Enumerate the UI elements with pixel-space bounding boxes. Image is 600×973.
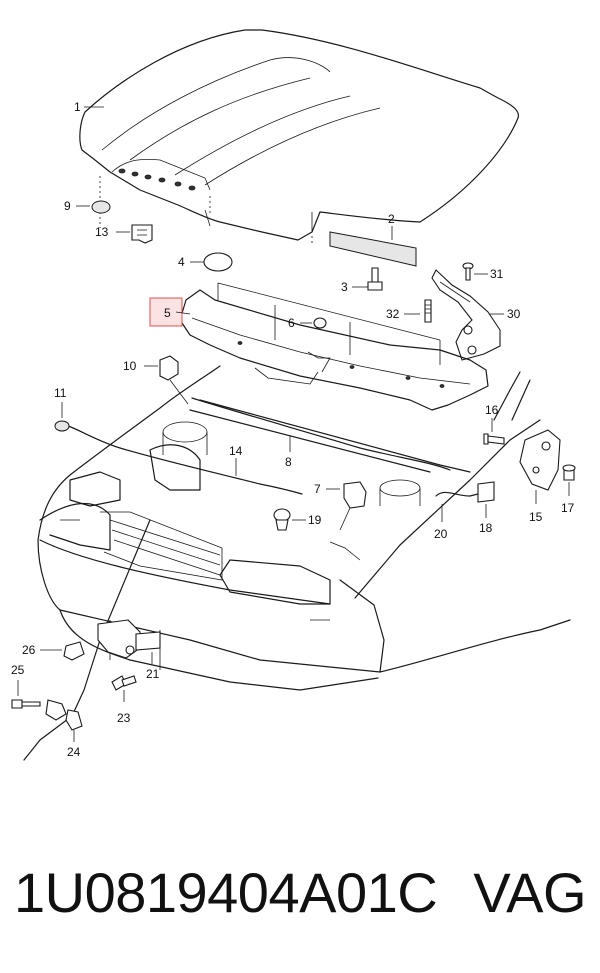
svg-text:10: 10 bbox=[123, 359, 137, 373]
car-body-part bbox=[37, 365, 571, 691]
exploded-parts-diagram: 1 2 3 4 5 6 7 8 9 10 11 13 bbox=[11, 29, 576, 761]
svg-text:6: 6 bbox=[288, 316, 295, 330]
svg-text:3: 3 bbox=[341, 280, 348, 294]
seal-strip-part-2 bbox=[329, 231, 417, 267]
svg-text:15: 15 bbox=[529, 510, 543, 524]
hood-latch-part-15 bbox=[519, 429, 561, 491]
callout-26: 26 bbox=[22, 643, 62, 657]
svg-text:14: 14 bbox=[229, 444, 243, 458]
svg-text:31: 31 bbox=[490, 267, 504, 281]
callout-21: 21 bbox=[146, 652, 160, 681]
callout-4: 4 bbox=[178, 255, 204, 269]
hood-seal-part bbox=[191, 397, 451, 471]
svg-text:18: 18 bbox=[479, 521, 493, 535]
callout-25: 25 bbox=[11, 663, 25, 696]
grommet-part-6 bbox=[313, 317, 327, 329]
callout-32: 32 bbox=[386, 307, 420, 321]
clip-part-7 bbox=[343, 481, 367, 509]
buffer-part-17 bbox=[562, 464, 576, 481]
svg-text:7: 7 bbox=[314, 482, 321, 496]
callout-2: 2 bbox=[388, 212, 395, 240]
svg-text:1: 1 bbox=[74, 100, 81, 114]
callout-23: 23 bbox=[117, 690, 131, 725]
svg-text:26: 26 bbox=[22, 643, 36, 657]
svg-text:5: 5 bbox=[164, 306, 171, 320]
svg-text:25: 25 bbox=[11, 663, 25, 677]
callout-24: 24 bbox=[67, 730, 81, 759]
hood-bumper-part bbox=[91, 200, 111, 214]
cable-part-20 bbox=[435, 491, 479, 497]
caption-bar: 1U0819404A01C VAG bbox=[0, 858, 600, 938]
svg-text:17: 17 bbox=[561, 501, 575, 515]
callout-30: 30 bbox=[490, 307, 521, 321]
part-number-label: 1U0819404A01C bbox=[14, 861, 438, 924]
svg-text:4: 4 bbox=[178, 255, 185, 269]
clip-part-10 bbox=[159, 355, 179, 381]
svg-text:24: 24 bbox=[67, 745, 81, 759]
stud-part-32 bbox=[424, 299, 432, 323]
bolt-part-31 bbox=[462, 262, 474, 281]
svg-text:19: 19 bbox=[308, 513, 322, 527]
bracket-part-24 bbox=[45, 699, 83, 731]
callout-14: 14 bbox=[229, 444, 243, 476]
release-lever-cable-part bbox=[23, 519, 151, 761]
callout-31: 31 bbox=[474, 267, 504, 281]
svg-text:2: 2 bbox=[388, 212, 395, 226]
plenum-panel-part bbox=[179, 282, 489, 411]
connector-part-18 bbox=[477, 481, 495, 503]
svg-text:11: 11 bbox=[54, 386, 67, 400]
callout-3: 3 bbox=[341, 280, 368, 294]
callout-7: 7 bbox=[314, 482, 340, 496]
svg-text:21: 21 bbox=[146, 667, 160, 681]
grommet-part-11 bbox=[54, 420, 70, 432]
svg-text:16: 16 bbox=[485, 403, 499, 417]
callout-16: 16 bbox=[485, 403, 499, 432]
callout-11: 11 bbox=[54, 386, 67, 418]
callout-9: 9 bbox=[64, 199, 90, 213]
leader-line-7 bbox=[339, 507, 351, 531]
callout-20: 20 bbox=[434, 504, 448, 541]
hood-hinge-part bbox=[431, 269, 501, 361]
release-cable-part bbox=[67, 425, 303, 495]
svg-text:8: 8 bbox=[285, 455, 292, 469]
clip-part-13 bbox=[131, 224, 153, 244]
callout-10: 10 bbox=[123, 359, 158, 373]
bolt-part-3 bbox=[367, 267, 383, 291]
clip-part-26 bbox=[63, 641, 85, 661]
cap-part-4 bbox=[203, 252, 233, 272]
svg-text:20: 20 bbox=[434, 527, 448, 541]
callout-8: 8 bbox=[285, 436, 292, 469]
clip-part-19 bbox=[273, 508, 291, 531]
svg-text:13: 13 bbox=[95, 225, 109, 239]
callout-18: 18 bbox=[479, 504, 493, 535]
leader-line-10 bbox=[169, 379, 189, 405]
brand-label: VAG bbox=[473, 861, 586, 924]
callout-1: 1 bbox=[74, 100, 104, 114]
screw-part-16 bbox=[483, 433, 505, 445]
bolt-part-23 bbox=[111, 675, 137, 691]
hood-part bbox=[79, 29, 520, 246]
callout-15: 15 bbox=[529, 490, 543, 524]
callout-5-highlighted: 5 bbox=[149, 297, 191, 327]
bolt-part-25 bbox=[11, 699, 41, 709]
callout-17: 17 bbox=[561, 482, 575, 515]
latch-assembly-part-21 bbox=[97, 619, 161, 659]
svg-text:23: 23 bbox=[117, 711, 131, 725]
svg-text:30: 30 bbox=[507, 307, 521, 321]
svg-text:32: 32 bbox=[386, 307, 400, 321]
callout-6: 6 bbox=[288, 316, 312, 330]
callout-19: 19 bbox=[292, 513, 322, 527]
callout-13: 13 bbox=[95, 225, 130, 239]
svg-text:9: 9 bbox=[64, 199, 71, 213]
